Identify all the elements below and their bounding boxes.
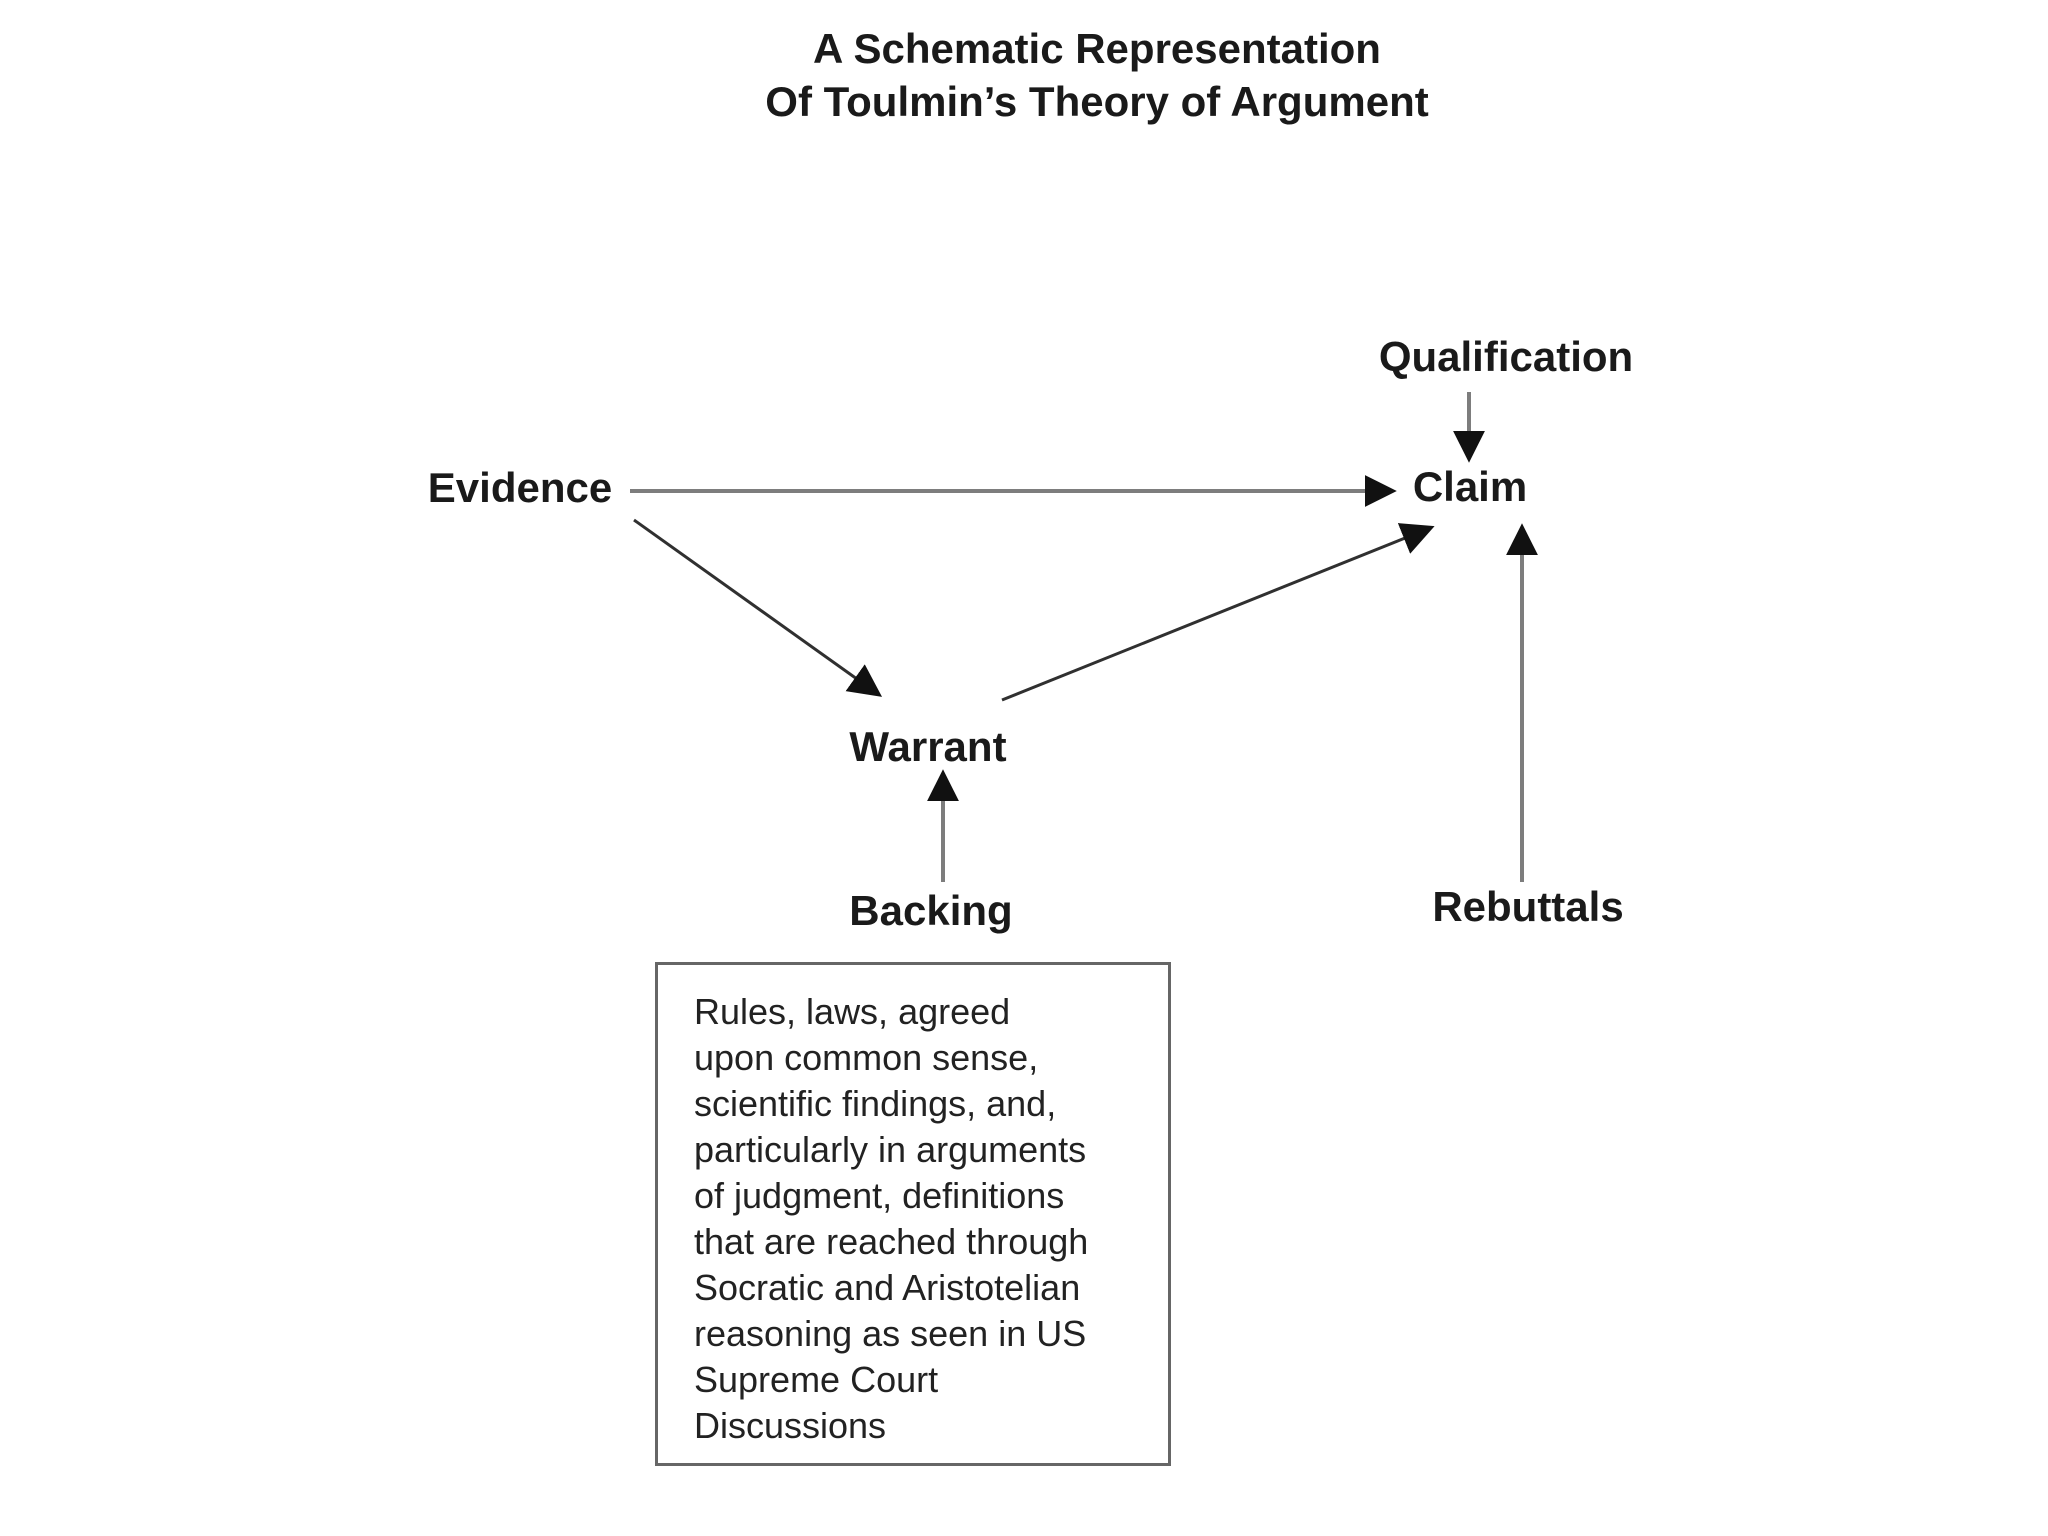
- node-claim: Claim: [1412, 463, 1528, 510]
- backing-box-line: scientific findings, and,: [694, 1083, 1057, 1124]
- backing-box-line: that are reached through: [694, 1221, 1089, 1262]
- title-line-2: Of Toulmin’s Theory of Argument: [765, 78, 1429, 125]
- backing-box-line: Rules, laws, agreed: [694, 991, 1011, 1032]
- backing-box-line: reasoning as seen in US: [694, 1313, 1087, 1354]
- backing-description-box: Rules, laws, agreed upon common sense, s…: [655, 962, 1171, 1466]
- node-backing: Backing: [849, 887, 1013, 934]
- node-evidence: Evidence: [427, 464, 613, 511]
- backing-box-line: particularly in arguments: [694, 1129, 1087, 1170]
- page-title: A Schematic Representation Of Toulmin’s …: [674, 22, 1520, 128]
- arrow-warrant-to-claim: [1001, 523, 1435, 702]
- backing-box-line: upon common sense,: [694, 1037, 1039, 1078]
- arrow-evidence-to-warrant: [633, 518, 883, 697]
- backing-box-line: Supreme Court: [694, 1359, 939, 1400]
- node-rebuttals: Rebuttals: [1432, 883, 1624, 930]
- node-warrant: Warrant: [849, 723, 1007, 770]
- backing-box-line: Socratic and Aristotelian: [694, 1267, 1081, 1308]
- title-line-1: A Schematic Representation: [813, 25, 1381, 72]
- backing-box-line: Discussions: [694, 1405, 887, 1446]
- backing-box-line: of judgment, definitions: [694, 1175, 1065, 1216]
- node-qualification: Qualification: [1378, 333, 1634, 380]
